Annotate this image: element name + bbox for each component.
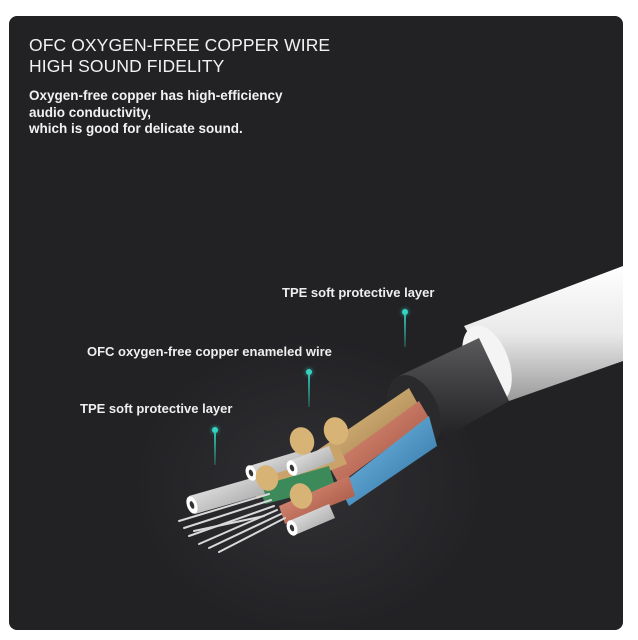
annotation-copper-wire-dot-icon bbox=[306, 369, 312, 375]
product-panel: OFC OXYGEN-FREE COPPER WIRE HIGH SOUND F… bbox=[9, 16, 623, 630]
annotation-copper-wire-pin bbox=[308, 375, 310, 407]
annotation-inner-insulation-label: TPE soft protective layer bbox=[80, 401, 233, 416]
annotation-outer-jacket-pin bbox=[404, 315, 406, 347]
description-line-2: audio conductivity, bbox=[29, 104, 152, 120]
description-line-1: Oxygen-free copper has high-efficiency bbox=[29, 88, 283, 103]
headline: OFC OXYGEN-FREE COPPER WIRE HIGH SOUND F… bbox=[29, 35, 330, 77]
headline-line-2: HIGH SOUND FIDELITY bbox=[29, 56, 225, 76]
inner-insulation bbox=[186, 417, 349, 536]
annotation-outer-jacket-dot-icon bbox=[402, 309, 408, 315]
headline-line-1: OFC OXYGEN-FREE COPPER WIRE bbox=[29, 35, 331, 55]
description: Oxygen-free copper has high-efficiency a… bbox=[29, 88, 283, 138]
description-line-3: which is good for delicate sound. bbox=[29, 121, 243, 136]
cable-cross-section-illustration bbox=[178, 266, 623, 553]
annotation-inner-insulation-dot-icon bbox=[212, 427, 218, 433]
copper-strands bbox=[249, 388, 437, 524]
frayed-strands bbox=[178, 493, 286, 553]
annotation-outer-jacket-label: TPE soft protective layer bbox=[282, 285, 435, 300]
annotation-copper-wire-label: OFC oxygen-free copper enameled wire bbox=[87, 344, 332, 359]
annotation-inner-insulation-pin bbox=[214, 433, 216, 465]
